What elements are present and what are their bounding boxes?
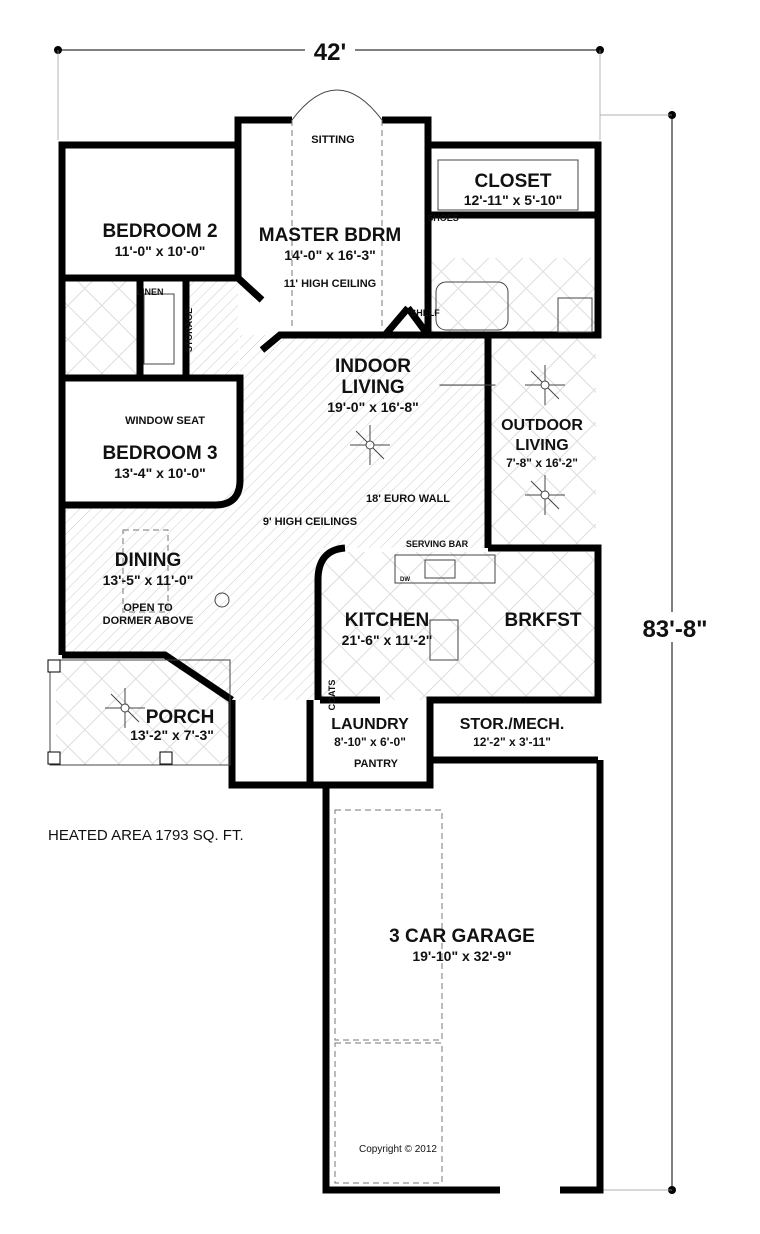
- room-name: PORCH: [146, 707, 215, 728]
- storage-label: STORAGE: [184, 308, 194, 352]
- serving-bar-label: SERVING BAR: [406, 539, 469, 549]
- copyright: Copyright © 2012: [359, 1144, 437, 1155]
- room-stor-mech: STOR./MECH. 12'-2" x 3'-11": [460, 716, 565, 749]
- window-seat-label: WINDOW SEAT: [125, 415, 205, 427]
- ceiling-fan-icon: [350, 425, 390, 465]
- room-size: 12'-2" x 3'-11": [473, 735, 551, 749]
- room-porch: PORCH 13'-2" x 7'-3": [130, 707, 214, 743]
- ceiling-fan-icon: [525, 365, 565, 405]
- bath-storage: LINEN STORAGE: [137, 287, 195, 352]
- room-size: 14'-0" x 16'-3": [284, 247, 376, 263]
- room-name: OUTDOOR: [501, 417, 583, 434]
- width-label: 42': [314, 39, 346, 66]
- room-name: INDOOR: [335, 356, 411, 377]
- room-dining: DINING 13'-5" x 11'-0" OPEN TO DORMER AB…: [103, 550, 194, 627]
- room-bedroom2: BEDROOM 2 11'-0" x 10'-0": [102, 221, 217, 259]
- coats-label: COATS: [327, 680, 337, 711]
- room-name: CLOSET: [474, 171, 551, 192]
- cooktop-icon: [429, 619, 459, 661]
- width-dimension: 42': [54, 36, 604, 140]
- walls: [58, 116, 604, 1194]
- room-name: BRKFST: [504, 610, 581, 631]
- dormer-note: OPEN TO: [123, 602, 173, 614]
- room-size: 7'-8" x 16'-2": [506, 456, 578, 470]
- room-brkfst: BRKFST: [504, 610, 581, 631]
- linen-label: LINEN: [137, 287, 164, 297]
- room-garage: 3 CAR GARAGE 19'-10" x 32'-9": [389, 926, 535, 964]
- shower-icon: [557, 297, 593, 333]
- depth-dimension: 83'-8": [600, 111, 715, 1194]
- ceiling-fan-icon: [105, 688, 145, 728]
- room-size: 21'-6" x 11'-2": [342, 632, 433, 648]
- room-size: 8'-10" x 6'-0": [334, 735, 406, 749]
- room-bedroom3: WINDOW SEAT BEDROOM 3 13'-4" x 10'-0": [102, 415, 217, 481]
- room-name: BEDROOM 2: [102, 221, 217, 242]
- pantry-label: PANTRY: [354, 758, 399, 770]
- heated-area: HEATED AREA 1793 SQ. FT.: [48, 827, 244, 844]
- ceiling-note: 9' HIGH CEILINGS: [263, 516, 357, 528]
- room-size: 12'-11" x 5'-10": [464, 192, 563, 208]
- room-size: 13'-4" x 10'-0": [114, 465, 206, 481]
- room-name: DINING: [115, 550, 182, 571]
- room-name: STOR./MECH.: [460, 716, 565, 733]
- room-closet: CLOSET 12'-11" x 5'-10" SHOES SHELF: [410, 171, 562, 318]
- kitchen-counter: [394, 554, 496, 584]
- room-name: 3 CAR GARAGE: [389, 926, 535, 947]
- room-name: LAUNDRY: [331, 716, 409, 733]
- room-outdoor-living: OUTDOOR LIVING 7'-8" x 16'-2": [501, 417, 583, 470]
- shelf-label: SHELF: [410, 308, 440, 318]
- bathtub-icon: [143, 293, 175, 365]
- depth-label: 83'-8": [642, 616, 707, 643]
- ceiling-fan-icon: [525, 475, 565, 515]
- shoes-label: SHOES: [427, 213, 459, 223]
- room-name: LIVING: [515, 437, 568, 454]
- room-size: 13'-5" x 11'-0": [103, 572, 194, 588]
- room-name: LIVING: [341, 377, 404, 398]
- room-size: 19'-0" x 16'-8": [327, 399, 419, 415]
- room-name: BEDROOM 3: [102, 443, 217, 464]
- dormer-note: DORMER ABOVE: [103, 615, 194, 627]
- room-name: MASTER BDRM: [259, 225, 402, 246]
- sitting-label: SITTING: [311, 134, 354, 146]
- sink-icon: [424, 559, 456, 579]
- room-laundry: LAUNDRY 8'-10" x 6'-0" PANTRY: [331, 716, 409, 770]
- room-size: 19'-10" x 32'-9": [412, 948, 511, 964]
- room-indoor-living: INDOOR LIVING 19'-0" x 16'-8" 18' EURO W…: [263, 356, 450, 528]
- room-name: KITCHEN: [345, 610, 429, 631]
- room-kitchen: SERVING BAR DW KITCHEN 21'-6" x 11'-2" C…: [327, 539, 469, 710]
- room-size: 11'-0" x 10'-0": [115, 243, 206, 259]
- bathtub-icon: [435, 281, 509, 331]
- room-size: 13'-2" x 7'-3": [130, 727, 214, 743]
- room-master: SITTING MASTER BDRM 14'-0" x 16'-3" 11' …: [259, 134, 402, 290]
- ceiling-note: 11' HIGH CEILING: [284, 278, 376, 290]
- dishwasher-label: DW: [400, 577, 410, 583]
- euro-wall-label: 18' EURO WALL: [366, 493, 450, 505]
